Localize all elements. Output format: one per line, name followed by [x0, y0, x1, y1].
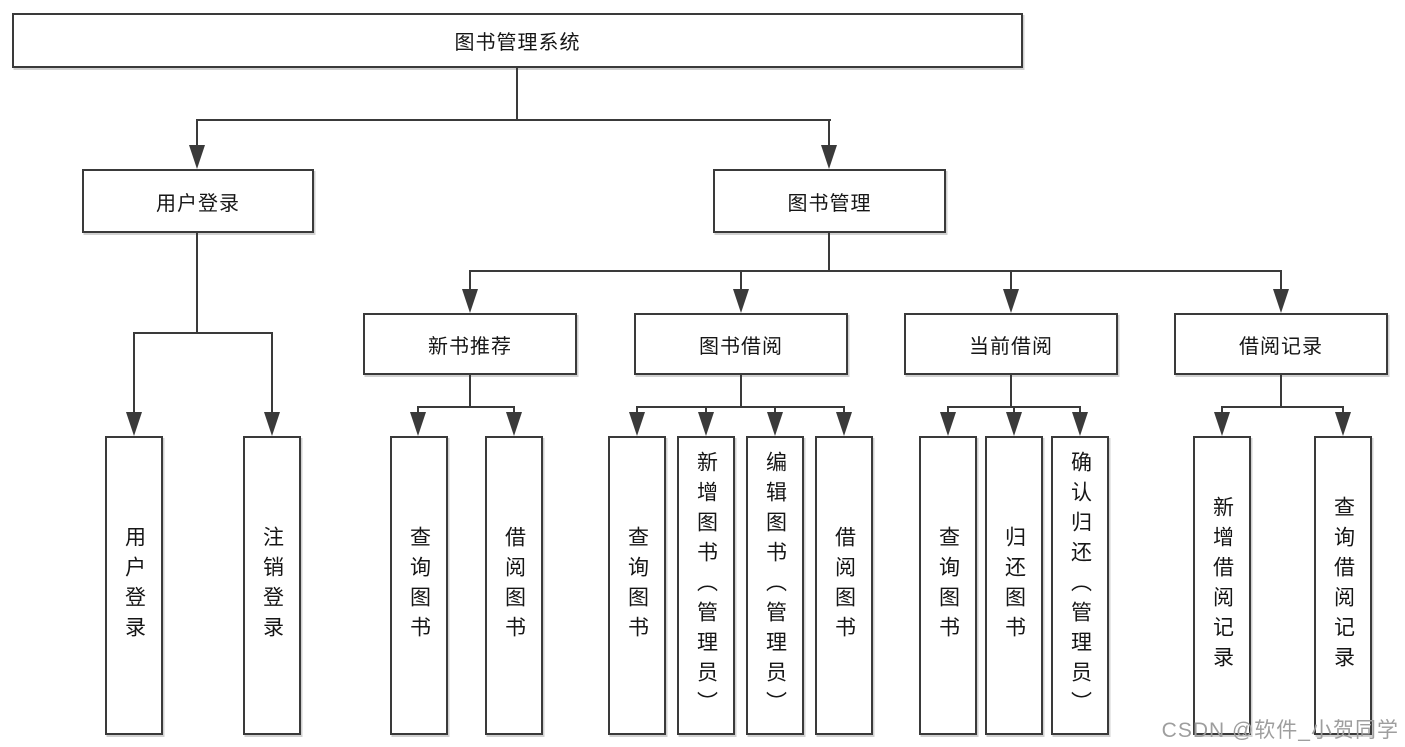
connector-line	[469, 270, 1282, 272]
arrowhead-down-icon	[410, 412, 426, 436]
connector-line	[516, 68, 518, 120]
connector-line	[1010, 375, 1012, 408]
connector-line	[469, 375, 471, 408]
arrowhead-down-icon	[1335, 412, 1351, 436]
arrowhead-down-icon	[1072, 412, 1088, 436]
leaf-query-book-1: 查询图书	[390, 436, 448, 735]
connector-line	[828, 119, 830, 146]
arrowhead-down-icon	[767, 412, 783, 436]
connector-line	[740, 375, 742, 408]
connector-line	[1221, 406, 1344, 408]
leaf-logout-login: 注销登录	[243, 436, 301, 735]
arrowhead-down-icon	[733, 289, 749, 313]
connector-line	[1221, 406, 1223, 416]
arrowhead-down-icon	[126, 412, 142, 436]
connector-line	[133, 332, 273, 334]
node-root: 图书管理系统	[12, 13, 1023, 68]
arrowhead-down-icon	[940, 412, 956, 436]
connector-line	[1010, 270, 1012, 291]
connector-line	[417, 406, 419, 416]
node-book-management: 图书管理	[713, 169, 946, 233]
node-current-borrow: 当前借阅	[904, 313, 1118, 375]
connector-line	[828, 233, 830, 272]
arrowhead-down-icon	[1214, 412, 1230, 436]
connector-line	[469, 270, 471, 291]
connector-line	[1079, 406, 1081, 416]
connector-line	[1342, 406, 1344, 416]
csdn-watermark: CSDN @软件_小贺同学	[1161, 719, 1399, 742]
connector-line	[417, 406, 515, 408]
arrowhead-down-icon	[821, 145, 837, 169]
connector-line	[774, 406, 776, 416]
leaf-query-book-3: 查询图书	[919, 436, 977, 735]
node-user-login: 用户登录	[82, 169, 314, 233]
connector-line	[1280, 375, 1282, 408]
leaf-add-book-admin: 新增图书（管理员）	[677, 436, 735, 735]
connector-line	[636, 406, 638, 416]
leaf-user-login: 用户登录	[105, 436, 163, 735]
leaf-return-book: 归还图书	[985, 436, 1043, 735]
leaf-query-borrow-record: 查询借阅记录	[1314, 436, 1372, 735]
connector-line	[705, 406, 707, 416]
arrowhead-down-icon	[1003, 289, 1019, 313]
arrowhead-down-icon	[189, 145, 205, 169]
connector-line	[1280, 270, 1282, 291]
connector-line	[843, 406, 845, 416]
arrowhead-down-icon	[1273, 289, 1289, 313]
connector-line	[513, 406, 515, 416]
arrowhead-down-icon	[698, 412, 714, 436]
leaf-confirm-return-admin: 确认归还（管理员）	[1051, 436, 1109, 735]
connector-line	[1013, 406, 1015, 416]
node-new-book-recommend: 新书推荐	[363, 313, 577, 375]
node-borrow-records: 借阅记录	[1174, 313, 1388, 375]
leaf-query-book-2: 查询图书	[608, 436, 666, 735]
leaf-borrow-book-2: 借阅图书	[815, 436, 873, 735]
connector-line	[947, 406, 949, 416]
arrowhead-down-icon	[836, 412, 852, 436]
connector-line	[740, 270, 742, 291]
leaf-add-borrow-record: 新增借阅记录	[1193, 436, 1251, 735]
arrowhead-down-icon	[506, 412, 522, 436]
leaf-borrow-book-1: 借阅图书	[485, 436, 543, 735]
node-book-borrow: 图书借阅	[634, 313, 848, 375]
arrowhead-down-icon	[1006, 412, 1022, 436]
connector-line	[196, 119, 198, 146]
connector-line	[196, 233, 198, 334]
leaf-edit-book-admin: 编辑图书（管理员）	[746, 436, 804, 735]
connector-line	[196, 119, 831, 121]
arrowhead-down-icon	[629, 412, 645, 436]
connector-line	[133, 332, 135, 412]
connector-line	[271, 332, 273, 412]
connector-line	[636, 406, 845, 408]
arrowhead-down-icon	[264, 412, 280, 436]
arrowhead-down-icon	[462, 289, 478, 313]
